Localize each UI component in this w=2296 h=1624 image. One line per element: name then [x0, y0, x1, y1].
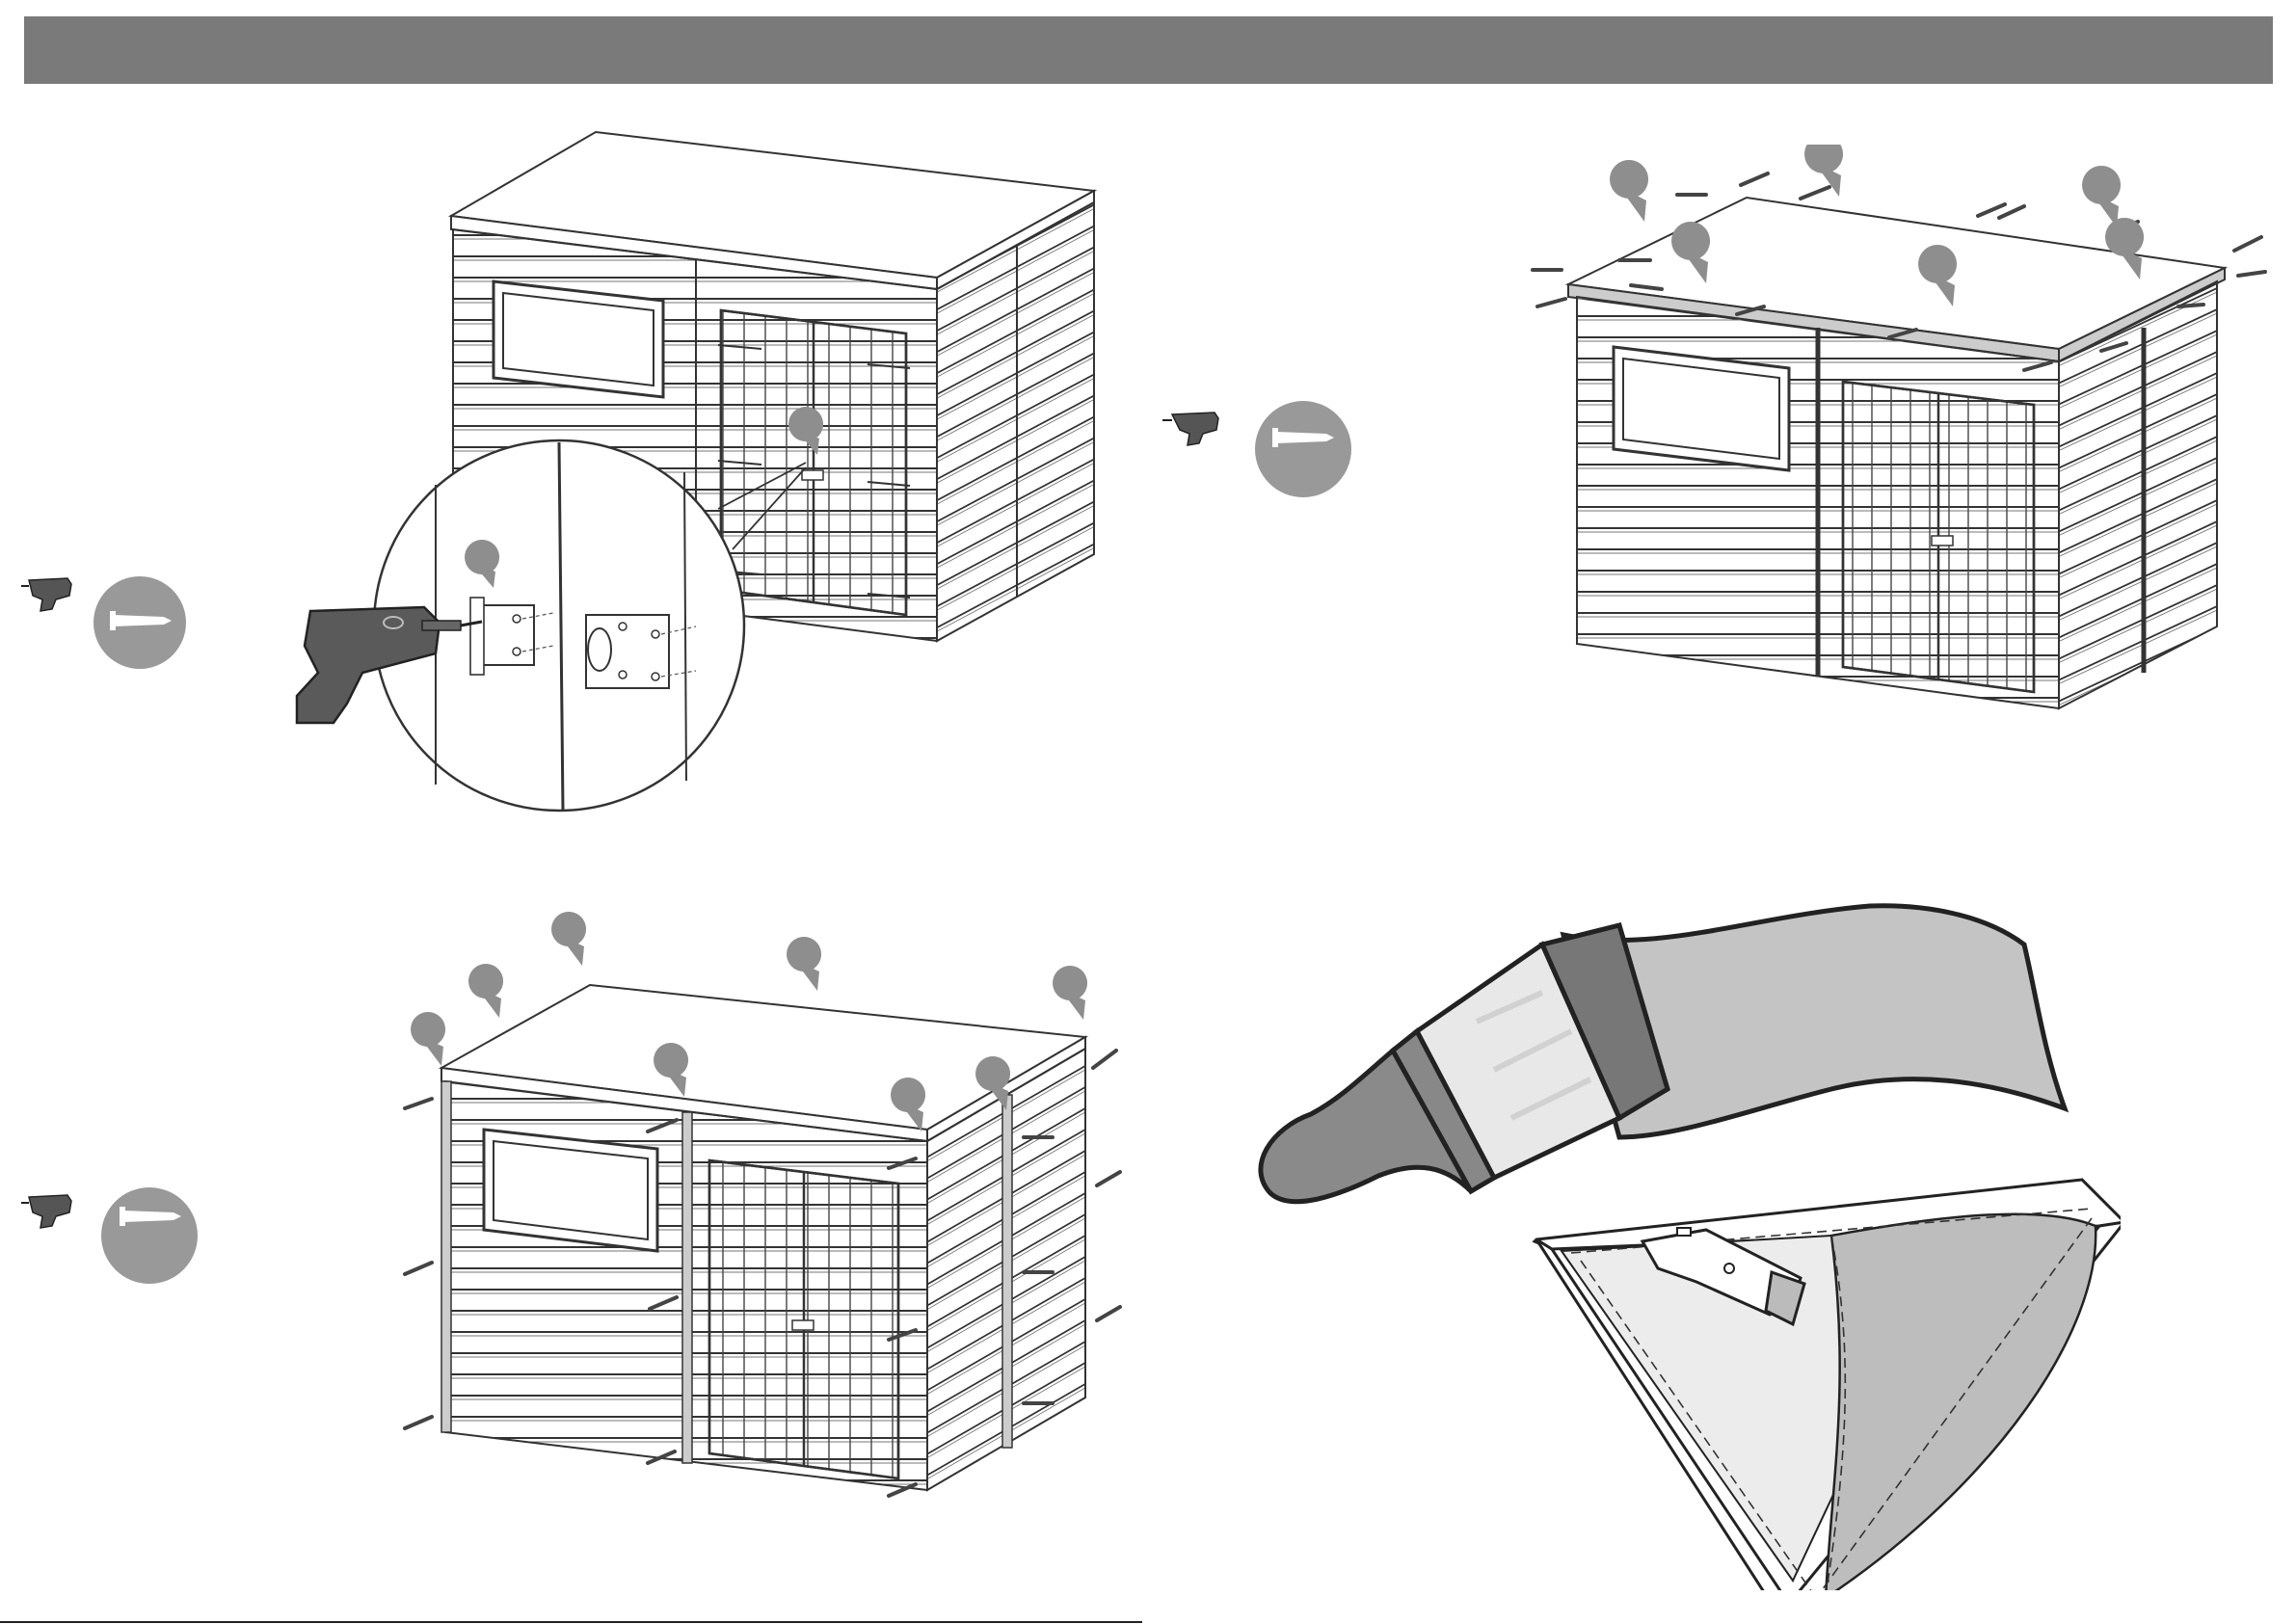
- paintbrush-icon: [1261, 906, 2065, 1202]
- shed-window: [484, 1130, 657, 1251]
- step3-tool-badge: [21, 1187, 198, 1284]
- shed-doors: [1843, 382, 2034, 692]
- shed-doors: [709, 1160, 898, 1478]
- shed-window: [1614, 347, 1789, 470]
- staple-gun-icon: [1535, 1180, 2121, 1590]
- step-roof-trim: [1157, 145, 2294, 723]
- shed-doors: [718, 310, 910, 615]
- header-bar: [24, 16, 2273, 84]
- step-door-handle: [0, 106, 1137, 858]
- step2-tool-badge: [1162, 401, 1351, 497]
- step-corner-trim: [0, 906, 1137, 1523]
- step-finishing: [1253, 887, 2121, 1590]
- shed-window: [494, 281, 663, 397]
- footer-rule: [0, 1621, 1142, 1623]
- step1-tool-badge: [21, 576, 186, 669]
